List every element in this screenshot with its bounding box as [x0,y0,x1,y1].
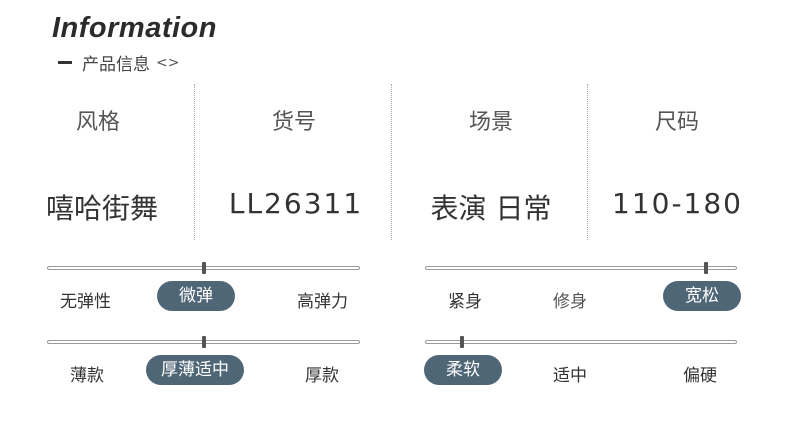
softness-option-hard: 偏硬 [683,366,717,386]
diamond-icon: <> [156,54,180,71]
column-divider [391,84,392,240]
fit-option-tight: 紧身 [448,292,482,312]
softness-option-medium: 适中 [553,366,587,386]
thickness-option-medium-selected: 厚薄适中 [146,355,244,385]
scene-value: 表演 日常 [430,192,552,225]
softness-track [425,340,737,344]
softness-marker [460,336,465,348]
section-subtitle: 产品信息 <> [58,50,179,75]
elasticity-option-slight-selected: 微弹 [157,281,235,311]
thickness-marker [201,336,206,348]
softness-option-soft-selected: 柔软 [424,355,502,385]
elasticity-marker [201,262,206,274]
item-number-value: LL26311 [228,187,364,220]
size-value: 110-180 [612,187,743,220]
scene-label: 场景 [468,110,513,135]
section-title: Information [52,12,217,44]
fit-marker [703,262,708,274]
dash-icon [58,61,72,64]
size-label: 尺码 [654,110,699,135]
thickness-option-thick: 厚款 [305,366,339,386]
subtitle-text: 产品信息 [82,55,150,75]
column-divider [587,84,588,240]
item-number-label: 货号 [271,110,316,135]
elasticity-option-high: 高弹力 [297,292,348,312]
elasticity-option-none: 无弹性 [60,292,111,312]
fit-option-loose-selected: 宽松 [663,281,741,311]
thickness-option-thin: 薄款 [70,366,104,386]
style-value: 嘻哈街舞 [46,192,159,225]
style-label: 风格 [75,110,120,135]
fit-option-slim: 修身 [553,292,587,312]
column-divider [194,84,195,240]
fit-track [425,266,737,270]
